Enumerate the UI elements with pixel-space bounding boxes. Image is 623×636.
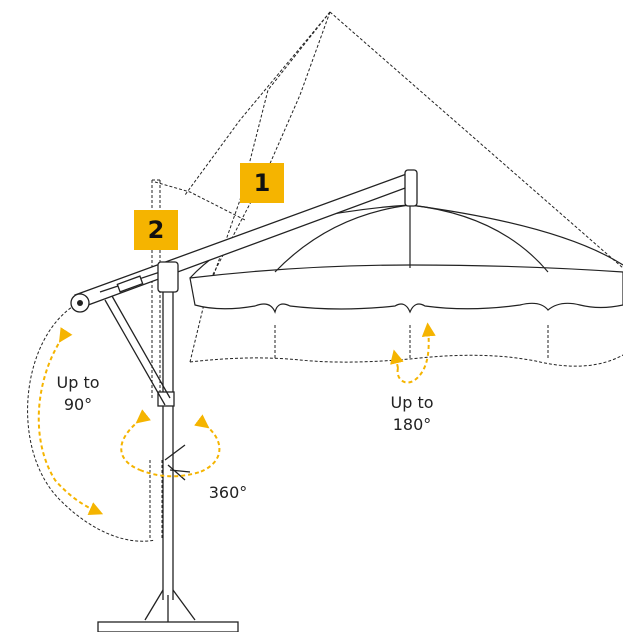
umbrella-pole: [97, 261, 239, 633]
raised-canopy-outline: [154, 11, 623, 367]
position-badge-1: 1: [240, 163, 284, 203]
open-canopy: [189, 204, 623, 314]
canopy-tilt-label-line2: 180°: [392, 415, 432, 434]
canopy-tilt-label: Up to 180°: [372, 392, 452, 436]
canopy-ribs-dashed: [274, 325, 549, 360]
canopy-tilt-label-line1: Up to: [390, 393, 434, 412]
motion-arrows: [37, 322, 436, 516]
tilt-label: Up to 90°: [38, 372, 118, 416]
tilt-label-line1: Up to: [56, 373, 100, 392]
tilt-label-line2: 90°: [63, 395, 93, 414]
position-badge-2: 2: [134, 210, 178, 250]
rotate-label: 360°: [208, 483, 248, 502]
tilt-arc: [27, 304, 156, 542]
